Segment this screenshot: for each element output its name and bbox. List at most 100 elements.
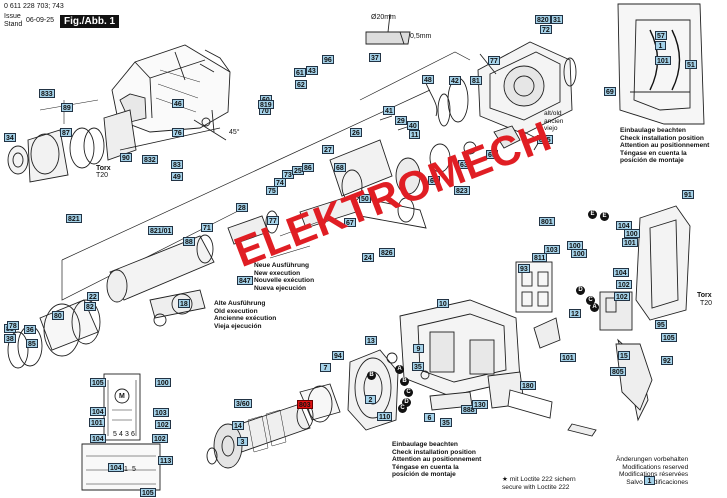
part-label-14: 14 (232, 421, 244, 430)
part-label-69: 69 (604, 87, 616, 96)
part-label-77: 77 (488, 56, 500, 65)
part-label-3/60: 3/60 (234, 399, 252, 408)
part-label-104: 104 (90, 434, 106, 443)
part-label-63: 63 (458, 160, 470, 169)
issue-label: Issue (4, 13, 21, 20)
part-label-50: 50 (359, 194, 371, 203)
part-label-38: 38 (4, 334, 16, 343)
part-label-130: 130 (472, 400, 488, 409)
part-label-820: 820 (535, 15, 551, 24)
letter-callout-d: D (402, 398, 411, 407)
part-label-35: 35 (412, 362, 424, 371)
part-label-76: 76 (172, 128, 184, 137)
hammer-housing (111, 44, 231, 133)
gear-mechanism (269, 115, 477, 259)
part-label-64: 64 (428, 176, 440, 185)
part-label-7: 7 (320, 363, 331, 372)
part-label-67: 67 (344, 218, 356, 227)
terminal-6: 6 (131, 431, 135, 438)
letter-callout-b: B (367, 371, 376, 380)
part-label-811: 811 (532, 253, 548, 262)
part-label-90: 90 (120, 153, 132, 162)
part-label-826: 826 (379, 248, 395, 257)
part-label-1: 1 (644, 476, 655, 485)
part-label-36: 36 (24, 325, 36, 334)
part-label-83: 83 (171, 160, 183, 169)
part-label-11: 11 (409, 130, 421, 139)
part-label-48: 48 (422, 75, 434, 84)
part-label-72: 72 (540, 25, 552, 34)
part-label-61: 61 (294, 68, 306, 77)
part-label-18: 18 (178, 299, 190, 308)
part-label-103: 103 (544, 245, 560, 254)
part-label-46: 46 (172, 99, 184, 108)
part-label-832: 832 (142, 155, 158, 164)
part-label-57: 57 (655, 31, 667, 40)
part-label-823: 823 (454, 186, 470, 195)
terminal-5: 5 (113, 431, 117, 438)
letter-callout-c: C (586, 296, 595, 305)
issue-date: 06-09-25 (26, 17, 55, 24)
part-label-865: 865 (537, 135, 553, 144)
part-label-13: 13 (365, 336, 377, 345)
part-label-27: 27 (322, 145, 334, 154)
part-label-821: 821 (66, 214, 82, 223)
part-label-101: 101 (560, 353, 576, 362)
part-label-77: 77 (267, 216, 279, 225)
part-label-101: 101 (655, 56, 671, 65)
part-label-102: 102 (616, 280, 632, 289)
part-label-40: 40 (407, 121, 419, 130)
part-label-93: 93 (518, 264, 530, 273)
part-label-105: 105 (661, 333, 677, 342)
gear-housing (437, 41, 577, 151)
part-label-888: 888 (461, 405, 477, 414)
part-label-102: 102 (152, 434, 168, 443)
part-label-803: 803 (297, 400, 313, 409)
part-label-51: 51 (685, 60, 697, 69)
part-label-81: 81 (470, 76, 482, 85)
letter-callout-b: B (400, 377, 409, 386)
part-label-29: 29 (395, 116, 407, 125)
letter-callout-c: C (404, 388, 413, 397)
part-label-89: 89 (61, 103, 73, 112)
part-label-34: 34 (4, 133, 16, 142)
part-label-110: 110 (377, 412, 393, 421)
diameter-dim: Ø20mm (371, 14, 396, 21)
part-label-15: 15 (618, 351, 630, 360)
part-label-103: 103 (153, 408, 169, 417)
part-label-24: 24 (362, 253, 374, 262)
part-label-35: 35 (440, 418, 452, 427)
part-label-105: 105 (90, 378, 106, 387)
part-label-9: 9 (413, 344, 424, 353)
letter-callout-e: E (600, 212, 609, 221)
part-label-1: 1 (655, 41, 666, 50)
letter-callout-a: A (590, 303, 599, 312)
part-label-821/01: 821/01 (148, 226, 174, 235)
motor-symbol: M (119, 393, 125, 400)
part-label-80: 80 (52, 311, 64, 320)
part-label-104: 104 (616, 221, 632, 230)
part-label-12: 12 (569, 309, 581, 318)
part-label-104: 104 (90, 407, 106, 416)
part-label-180: 180 (520, 381, 536, 390)
part-label-805: 805 (610, 367, 626, 376)
letter-callout-e: E (588, 210, 597, 219)
figure-tag: Fig./Abb. 1 (60, 15, 120, 28)
motor-housing (399, 299, 553, 419)
doc-number: 0 611 228 703; 743 (4, 3, 64, 10)
angle-dim: 45° (229, 129, 240, 136)
armature (206, 402, 314, 469)
part-label-62: 62 (295, 80, 307, 89)
part-label-75: 75 (266, 186, 278, 195)
part-label-96: 96 (322, 55, 334, 64)
part-label-95: 95 (655, 320, 667, 329)
part-label-101: 101 (622, 238, 638, 247)
part-label-65: 65 (486, 150, 498, 159)
part-label-28: 28 (236, 203, 248, 212)
part-label-100: 100 (624, 229, 640, 238)
